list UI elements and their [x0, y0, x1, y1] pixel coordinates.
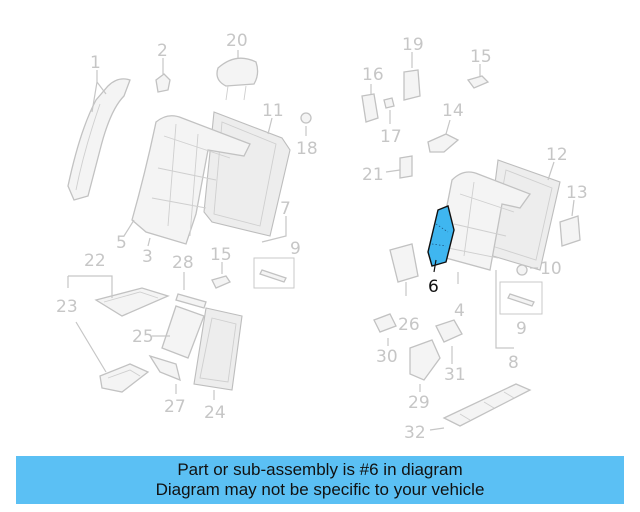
part-24-rear-panel [193, 307, 243, 400]
callout-15-right: 15 [470, 47, 492, 67]
callout-5: 5 [116, 233, 127, 253]
callout-27: 27 [164, 397, 186, 417]
part-32-rail [429, 383, 532, 431]
part-31-clip [435, 319, 463, 364]
callout-16: 16 [362, 65, 384, 85]
banner-line-part-info: Part or sub-assembly is #6 in diagram [177, 460, 463, 479]
part-6-highlighted-bolster [427, 205, 455, 273]
parts-diagram: 1 2 20 11 18 5 3 7 9 22 28 15 23 25 27 2… [56, 31, 588, 443]
callout-24: 24 [204, 403, 226, 423]
part-29-bracket [409, 339, 441, 392]
callout-31: 31 [444, 365, 466, 385]
part-16-bracket [361, 84, 379, 123]
part-3-backrest-cushion [131, 115, 251, 247]
callout-28: 28 [172, 253, 194, 273]
part-14-latch [427, 119, 460, 153]
part-15-pin-left [211, 262, 231, 289]
part-27-cover [148, 354, 181, 394]
part-22-bracket [67, 275, 170, 317]
part-18-nut [300, 112, 312, 136]
part-15-pin-right [466, 64, 490, 89]
callout-6-highlighted: 6 [428, 277, 439, 297]
callout-30: 30 [376, 347, 398, 367]
callout-29: 29 [408, 393, 430, 413]
callout-2: 2 [157, 41, 168, 61]
callout-8: 8 [508, 353, 519, 373]
callout-3: 3 [142, 247, 153, 267]
callout-7: 7 [280, 199, 291, 219]
part-7-lead [261, 216, 287, 243]
part-30-clip [373, 313, 397, 346]
part-13-bracket [559, 199, 581, 247]
part-25-panel [152, 305, 205, 359]
part-8-bracket-lead [495, 270, 514, 349]
callout-11: 11 [262, 101, 284, 121]
callout-32: 32 [404, 423, 426, 443]
callout-25: 25 [132, 327, 154, 347]
callout-22: 22 [84, 251, 106, 271]
callout-1: 1 [90, 53, 101, 73]
callout-10: 10 [540, 259, 562, 279]
part-5-lead [123, 219, 135, 237]
part-2-clip [155, 58, 171, 93]
callout-17: 17 [380, 127, 402, 147]
part-11-backrest-frame [203, 111, 291, 237]
callout-23: 23 [56, 297, 78, 317]
part-26-trim [389, 243, 419, 296]
part-4-backrest-cushion [437, 171, 532, 284]
callout-26: 26 [398, 315, 420, 335]
callout-4: 4 [454, 301, 465, 321]
callout-19: 19 [402, 35, 424, 55]
callout-18: 18 [296, 139, 318, 159]
callout-20: 20 [226, 31, 248, 51]
part-28-strip [175, 272, 207, 309]
callout-15-left: 15 [210, 245, 232, 265]
callout-14: 14 [442, 101, 464, 121]
callout-21: 21 [362, 165, 384, 185]
part-20-headrest [216, 50, 259, 101]
info-banner: Part or sub-assembly is #6 in diagram Di… [16, 456, 624, 504]
callout-12: 12 [546, 145, 568, 165]
banner-line-disclaimer: Diagram may not be specific to your vehi… [155, 480, 485, 499]
part-23-mechanism [75, 321, 150, 393]
part-9-bolt-set-right [499, 281, 543, 315]
part-1-side-trim [67, 70, 131, 201]
callout-9-right: 9 [516, 319, 527, 339]
part-17-screw [383, 97, 395, 124]
part-9-bolt-set-left [253, 257, 295, 289]
callout-13: 13 [566, 183, 588, 203]
callout-9-left: 9 [290, 239, 301, 259]
part-19-cover [403, 52, 421, 101]
part-10-nut [516, 264, 538, 276]
part-21-pin [385, 155, 413, 179]
